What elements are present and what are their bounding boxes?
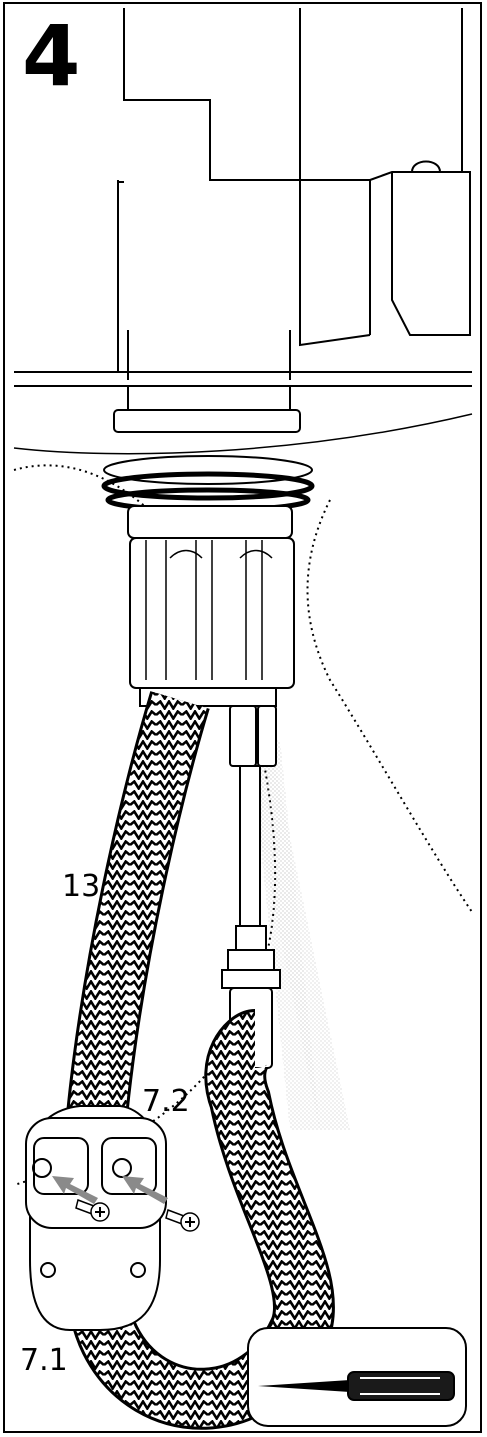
sink-surface-line <box>13 413 473 455</box>
step-frame <box>3 2 482 1433</box>
step-number: 4 <box>22 7 81 105</box>
counter-top <box>14 371 472 387</box>
screwdriver-inset <box>247 1327 467 1427</box>
callout-hose-13: 13 <box>62 869 101 904</box>
callout-screw-7-2: 7.2 <box>142 1084 190 1119</box>
insertion-arrow-icon <box>52 1176 168 1204</box>
faucet-body <box>117 8 471 380</box>
mounting-shank <box>101 455 315 707</box>
supply-tube-ghost <box>240 740 350 1130</box>
callout-bracket-7-1: 7.1 <box>20 1343 68 1378</box>
supply-tube <box>221 705 281 1069</box>
braided-hose-texture <box>63 691 332 1427</box>
faucet-flange <box>113 385 301 433</box>
phillips-screwdriver-icon <box>258 1371 455 1401</box>
phillips-screw-icon <box>75 1199 200 1232</box>
